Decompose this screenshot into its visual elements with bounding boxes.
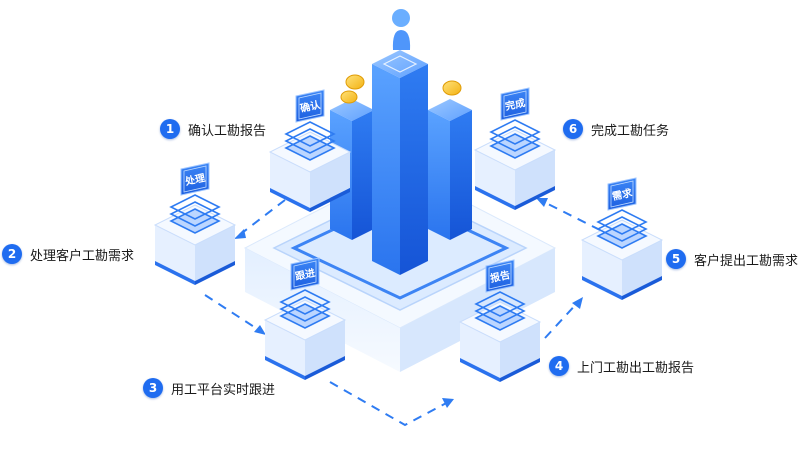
flow-dashed-path (204, 199, 601, 427)
step-number-badge: 2 (2, 244, 22, 264)
tower-right (428, 99, 472, 240)
pedestal-request (580, 177, 664, 300)
step-number-badge: 6 (563, 119, 583, 139)
step-label: 确认工勘报告 (188, 123, 267, 139)
flow-arrowheads (234, 198, 583, 408)
card-tile-label-process: 处理 (183, 171, 206, 188)
coin-icon (340, 74, 462, 104)
step-label: 上门工勘出工勘报告 (577, 360, 695, 376)
step-label: 完成工勘任务 (591, 123, 670, 139)
step-label: 客户提出工勘需求 (694, 253, 799, 269)
card-tile-label-report: 报告 (489, 268, 511, 285)
step-label: 处理客户工勘需求 (30, 248, 135, 264)
card-tile-label-follow: 跟进 (294, 266, 316, 283)
step-label: 用工平台实时跟进 (171, 382, 276, 398)
step-number-badge: 4 (549, 356, 569, 376)
step-3: 3 用工平台实时跟进 (143, 378, 275, 398)
step-2: 2 处理客户工勘需求 (2, 244, 134, 264)
person-icon (392, 9, 411, 50)
step-number-badge: 3 (143, 378, 163, 398)
tower-center (372, 50, 428, 275)
pedestal-report (458, 259, 542, 382)
card-tile-label-request: 需求 (611, 186, 634, 203)
step-6: 6 完成工勘任务 (563, 119, 669, 139)
card-tile-label-confirm: 确认 (299, 98, 322, 115)
pedestal-follow (263, 257, 347, 380)
pedestal-confirm (268, 89, 352, 212)
step-5: 5 客户提出工勘需求 (666, 249, 798, 269)
pedestal-complete (473, 87, 557, 210)
step-number-badge: 5 (666, 249, 686, 269)
pedestal-process (153, 162, 237, 285)
card-tile-label-complete: 完成 (504, 96, 526, 113)
step-1: 1 确认工勘报告 (160, 119, 266, 139)
step-4: 4 上门工勘出工勘报告 (549, 356, 694, 376)
step-number-badge: 1 (160, 119, 180, 139)
